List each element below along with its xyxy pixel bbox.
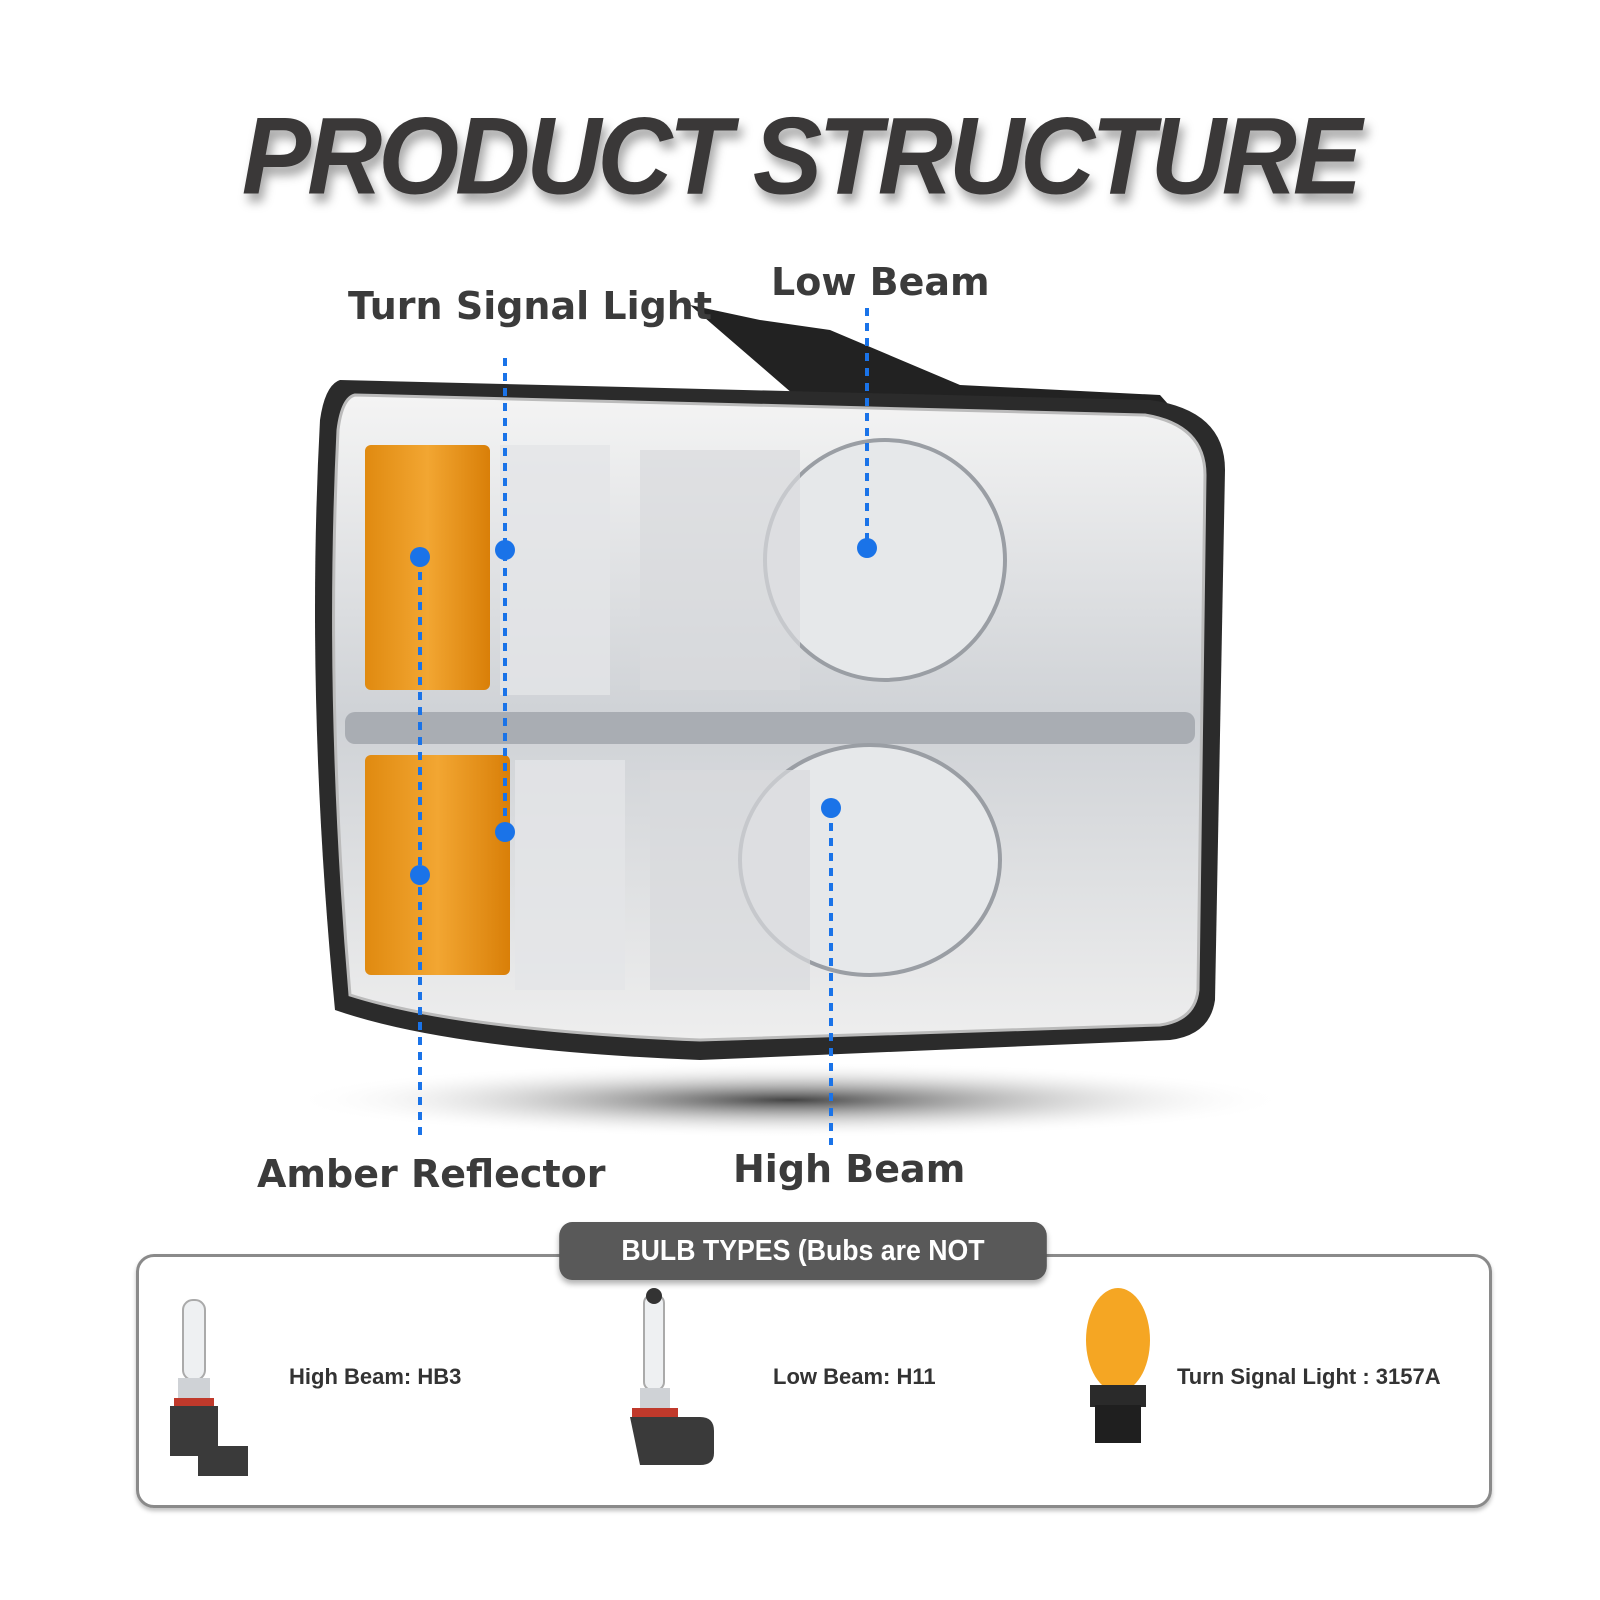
turn-signal-dot-lower (495, 822, 515, 842)
turn-signal-dot-upper (495, 540, 515, 560)
page-title: PRODUCT STRUCTURE (241, 96, 1362, 218)
high-beam-dot (821, 798, 841, 818)
bulb-label-turn-signal: Turn Signal Light : 3157A (1177, 1364, 1441, 1389)
low-beam-reflector (763, 438, 1007, 682)
floor-shadow (290, 1062, 1290, 1138)
amber-reflector-label: Amber Reflector (257, 1152, 606, 1196)
amber-reflector-dot-upper (410, 547, 430, 567)
bulb-label-high-beam: High Beam: HB3 (289, 1364, 462, 1389)
high-beam-label: High Beam (733, 1147, 966, 1191)
bulb-types-heading: BULB TYPES (Bubs are NOT Included) (559, 1222, 1047, 1325)
amber-reflector-upper (365, 445, 490, 690)
chrome-divider (345, 712, 1195, 744)
turn-signal-light-label: Turn Signal Light (348, 284, 713, 328)
amber-reflector-dot-lower (410, 865, 430, 885)
callout-lines (418, 308, 869, 1145)
low-beam-label: Low Beam (771, 260, 990, 304)
bulb-label-low-beam: Low Beam: H11 (773, 1364, 936, 1389)
low-beam-dot (857, 538, 877, 558)
amber-reflector-lower (365, 755, 510, 975)
